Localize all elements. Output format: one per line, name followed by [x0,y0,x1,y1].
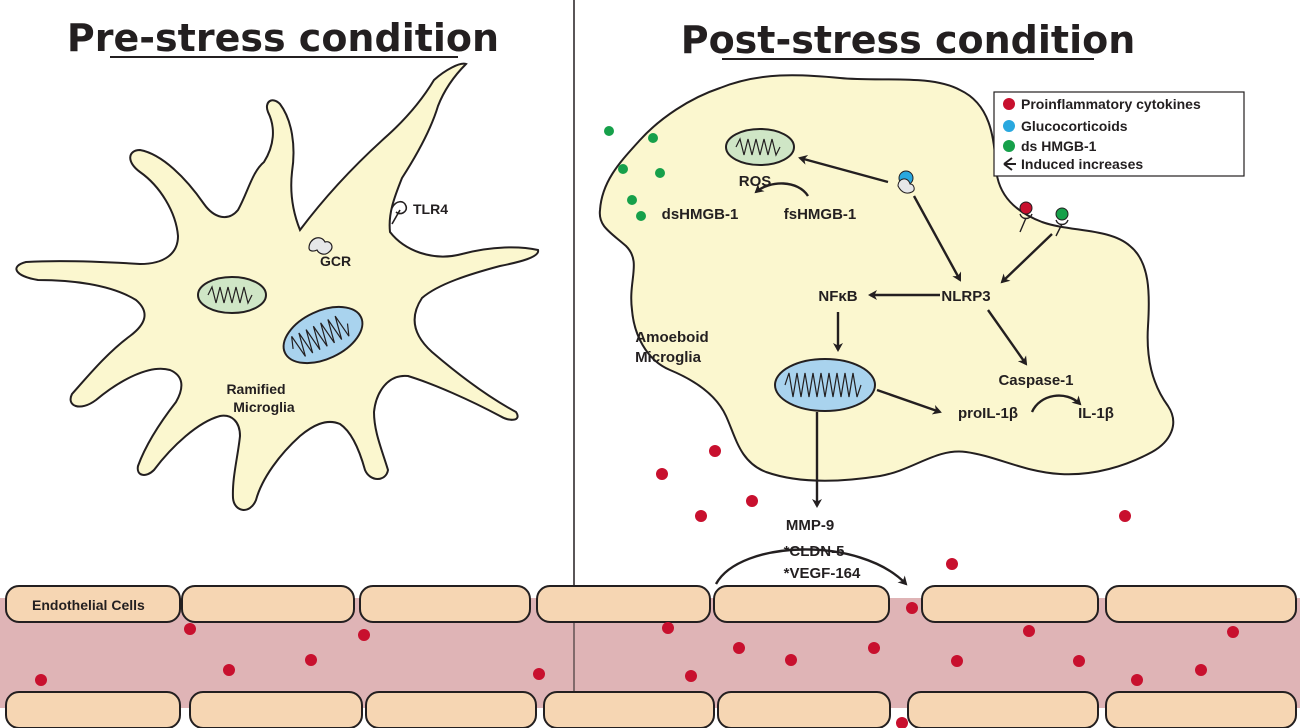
mitochondrion-green-post [725,128,795,166]
svg-text:ds HMGB-1: ds HMGB-1 [1021,138,1097,154]
svg-text:Proinflammatory cytokines: Proinflammatory cytokines [1021,96,1201,112]
cytokine-receptor-icon [1019,201,1033,233]
svg-text:Glucocorticoids: Glucocorticoids [1021,118,1128,134]
gcr-label: GCR [320,253,351,269]
amoeboid-label-1: Amoeboid [635,329,708,346]
legend: Proinflammatory cytokines Glucocorticoid… [993,91,1245,177]
hmgb-dots [604,126,665,221]
hmgb-receptor-icon [1055,207,1069,237]
gcr-receptor-icon [308,237,333,255]
pathway-arrows [714,155,1082,586]
pre-stress-title: Pre-stress condition [67,16,499,60]
ramified-label-1: Ramified [226,381,285,397]
nfkb-label: NFκB [818,288,857,305]
post-stress-title: Post-stress condition [681,18,1136,62]
proil-label: proIL-1β [958,405,1018,422]
endothelial-label: Endothelial Cells [32,597,145,613]
mitochondrion-blue-post [774,358,876,412]
vessel-cytokines [35,602,1239,728]
mitochondrion-blue [282,305,364,365]
ros-label: ROS [739,173,772,190]
nlrp3-label: NLRP3 [941,288,990,305]
amoeboid-label-2: Microglia [635,349,702,366]
vegf-label: *VEGF-164 [784,565,861,582]
amoeboid-microglia-cell [598,74,1175,482]
mitochondrion-green [197,276,267,314]
caspase-label: Caspase-1 [998,372,1073,389]
tlr4-label: TLR4 [413,201,448,217]
glucocorticoid-receptor-icon [897,170,915,194]
endothelial-row-top [5,585,1297,623]
legend-item-cytokines: Proinflammatory cytokines [1003,96,1201,112]
cldn5-label: *CLDN-5 [784,543,845,560]
svg-text:Pre-stress condition: Pre-stress condition [67,16,499,60]
legend-item-glucocorticoids: Glucocorticoids [1003,118,1128,134]
tlr4-receptor-icon [391,200,408,225]
il1b-label: IL-1β [1078,405,1114,422]
endothelial-row-bottom [5,691,1297,728]
ramified-microglia-cell [15,62,540,511]
mmp9-label: MMP-9 [786,517,834,534]
legend-item-induced: Induced increases [1003,156,1143,172]
legend-item-hmgb: ds HMGB-1 [1003,138,1097,154]
dshmgb-label: dsHMGB-1 [662,206,739,223]
ramified-label-2: Microglia [233,399,295,415]
extracellular-cytokines [656,445,1131,570]
svg-text:Post-stress condition: Post-stress condition [681,18,1136,62]
fshmgb-label: fsHMGB-1 [784,206,857,223]
svg-text:Induced increases: Induced increases [1021,156,1143,172]
